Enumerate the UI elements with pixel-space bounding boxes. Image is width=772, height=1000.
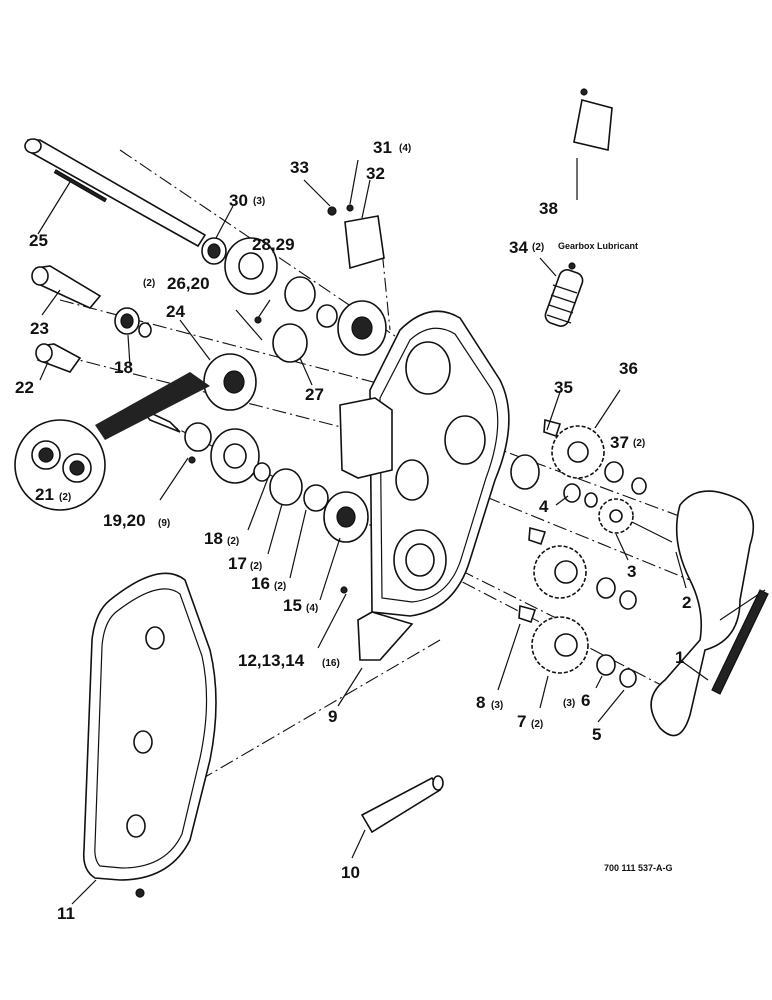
label-26-20: 26,20 bbox=[167, 274, 210, 293]
label-19-20: 19,20 bbox=[103, 511, 146, 530]
label-17: 17 bbox=[228, 554, 247, 573]
label-25: 25 bbox=[29, 231, 48, 250]
label-12-14-qty: (16) bbox=[322, 658, 340, 669]
label-4: 4 bbox=[539, 497, 549, 516]
sprocket-middle bbox=[528, 526, 637, 610]
label-15-qty: (4) bbox=[306, 603, 318, 614]
sprocket-3 bbox=[598, 498, 673, 543]
label-34-qty: (2) bbox=[532, 242, 544, 253]
label-8: 8 bbox=[476, 693, 485, 712]
label-8-qty: (3) bbox=[491, 700, 503, 711]
label-22: 22 bbox=[15, 378, 34, 397]
label-36: 36 bbox=[619, 359, 638, 378]
label-10: 10 bbox=[341, 863, 360, 882]
label-38: 38 bbox=[539, 199, 558, 218]
label-24: 24 bbox=[166, 302, 185, 321]
label-15: 15 bbox=[283, 596, 302, 615]
lubricant-34 bbox=[544, 262, 584, 327]
part-labels: 1 2 3 4 5 (3) 6 7 (2) 8 (3) 9 10 11 12,1… bbox=[15, 138, 691, 923]
label-18b-qty: (2) bbox=[227, 536, 239, 547]
label-16: 16 bbox=[251, 574, 270, 593]
shaft-25 bbox=[24, 138, 207, 248]
main-housing bbox=[339, 310, 510, 661]
shaft-23 bbox=[31, 265, 102, 309]
bolts bbox=[188, 309, 348, 594]
label-6-qty: (3) bbox=[563, 698, 575, 709]
sprocket-36 bbox=[551, 425, 605, 479]
label-34: 34 bbox=[509, 238, 528, 257]
label-16-qty: (2) bbox=[274, 581, 286, 592]
label-33: 33 bbox=[290, 158, 309, 177]
cover-plate-38 bbox=[573, 88, 613, 151]
label-18b: 18 bbox=[204, 529, 223, 548]
label-5: 5 bbox=[592, 725, 601, 744]
label-21: 21 bbox=[35, 485, 54, 504]
label-1: 1 bbox=[675, 648, 684, 667]
sprocket-7 bbox=[518, 604, 637, 688]
label-37-qty: (2) bbox=[633, 438, 645, 449]
label-32: 32 bbox=[366, 164, 385, 183]
leader-lines bbox=[37, 158, 709, 905]
label-2: 2 bbox=[682, 593, 691, 612]
label-27: 27 bbox=[305, 385, 324, 404]
label-11: 11 bbox=[57, 904, 75, 923]
detail-inset-21 bbox=[14, 372, 210, 511]
label-7-qty: (2) bbox=[531, 719, 543, 730]
label-9: 9 bbox=[328, 707, 337, 726]
cover-plate-32 bbox=[327, 204, 385, 270]
lubricant-tube-10 bbox=[360, 775, 444, 834]
label-37: 37 bbox=[610, 433, 629, 452]
washers-4-37 bbox=[563, 461, 647, 508]
label-19-20-qty: (9) bbox=[158, 518, 170, 529]
label-21-qty: (2) bbox=[59, 492, 71, 503]
housing-cover-11 bbox=[82, 572, 217, 898]
bearing-parts bbox=[114, 237, 387, 543]
label-7: 7 bbox=[517, 712, 526, 731]
label-18a: 18 bbox=[114, 358, 133, 377]
label-12-14: 12,13,14 bbox=[238, 651, 305, 670]
label-23: 23 bbox=[30, 319, 49, 338]
chain-1 bbox=[650, 490, 769, 737]
label-28-29: 28,29 bbox=[252, 235, 295, 254]
label-6: 6 bbox=[581, 691, 590, 710]
label-35: 35 bbox=[554, 378, 573, 397]
label-26-20-qty: (2) bbox=[143, 278, 155, 289]
label-3: 3 bbox=[627, 562, 636, 581]
label-34-note: Gearbox Lubricant bbox=[558, 241, 638, 251]
label-17-qty: (2) bbox=[250, 561, 262, 572]
label-30-qty: (3) bbox=[253, 196, 265, 207]
sprocket-35 bbox=[510, 418, 562, 490]
label-31-qty: (4) bbox=[399, 143, 411, 154]
label-30: 30 bbox=[229, 191, 248, 210]
label-31: 31 bbox=[373, 138, 392, 157]
drawing-code: 700 111 537-A-G bbox=[604, 863, 673, 873]
